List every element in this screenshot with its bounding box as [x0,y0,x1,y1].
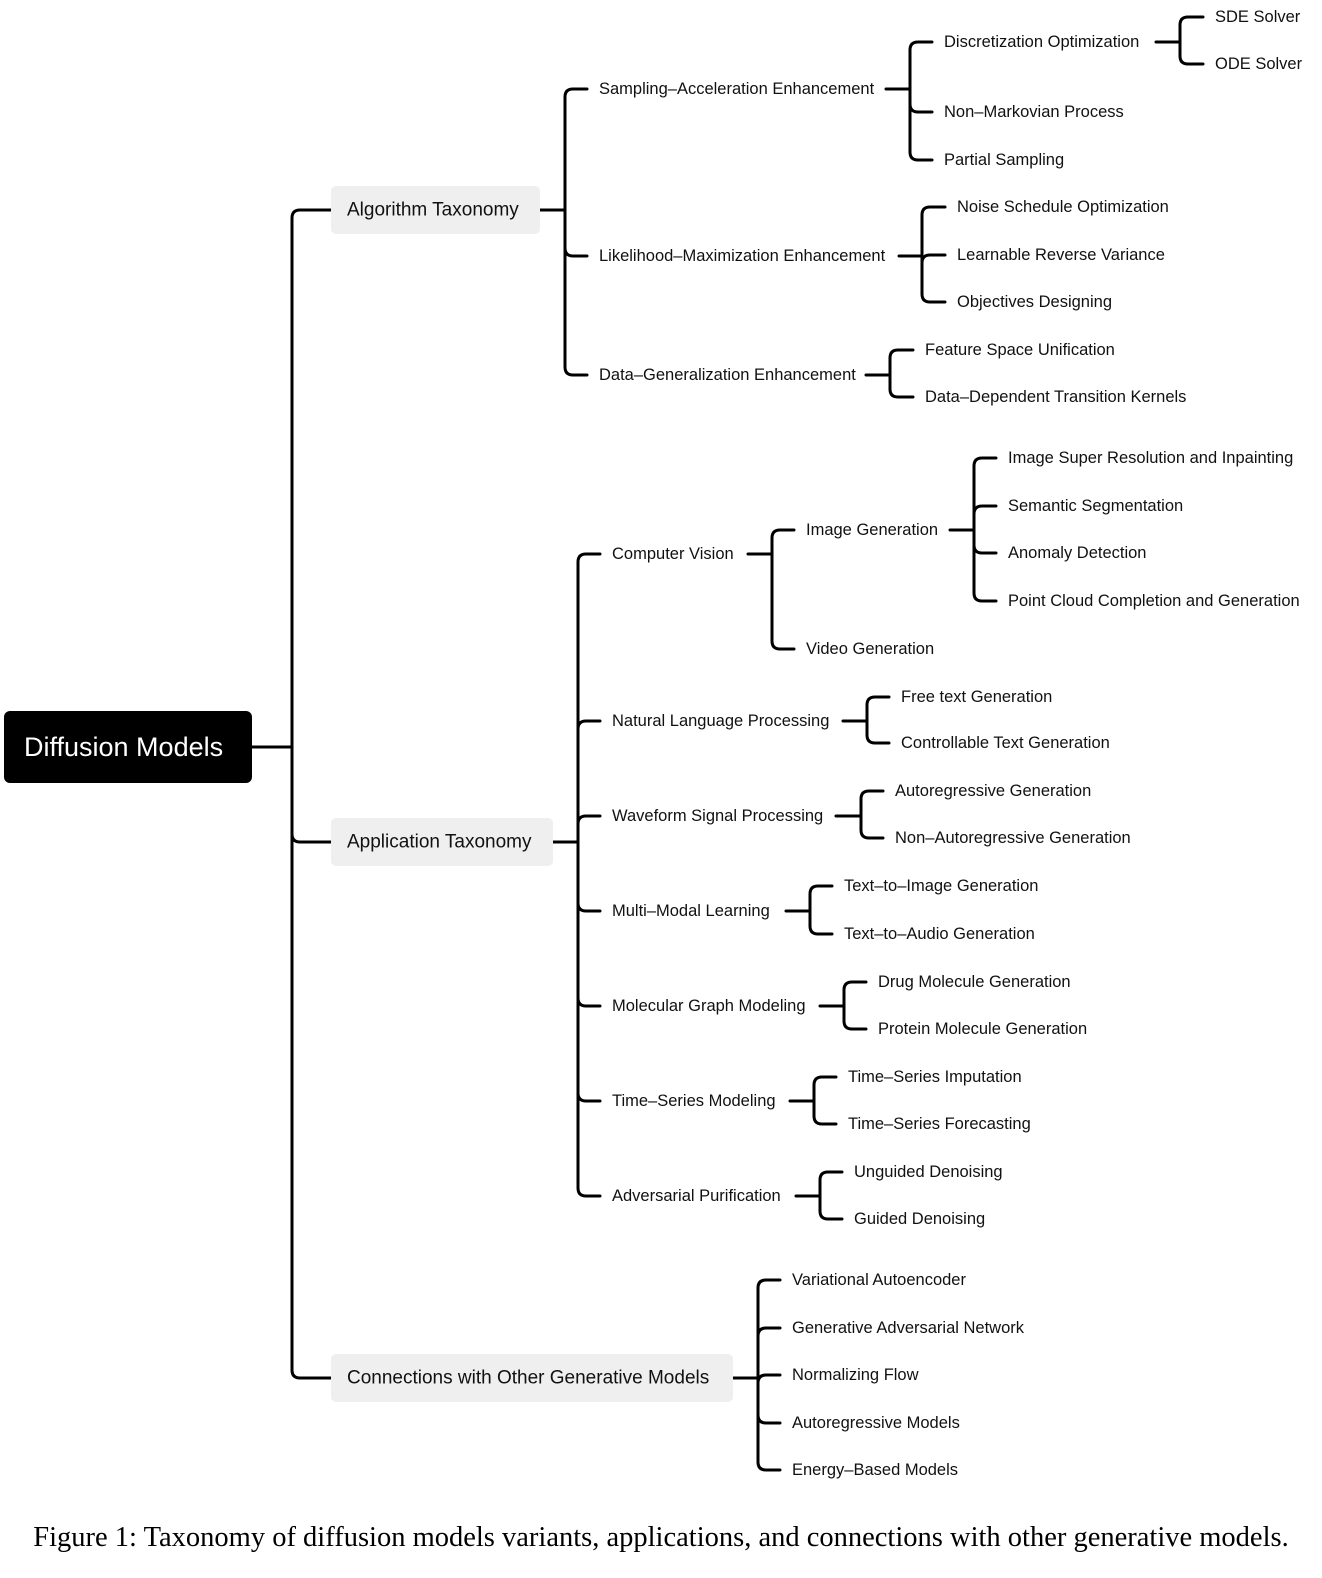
branch-box-application-taxonomy [331,818,553,866]
node-label-video-generation: Video Generation [806,640,934,658]
node-label-energy-based-models: Energy–Based Models [792,1461,958,1479]
node-label-sampling-acceleration-enhancement: Sampling–Acceleration Enhancement [599,80,875,98]
connector-algorithm-taxonomy [538,87,589,377]
node-label-variational-autoencoder: Variational Autoencoder [792,1271,966,1289]
node-label-objectives-designing: Objectives Designing [957,293,1112,311]
node-label-data-generalization-enhancement: Data–Generalization Enhancement [599,366,856,384]
node-label-waveform-signal-processing: Waveform Signal Processing [612,807,823,825]
node-label-likelihood-maximization-enhancement: Likelihood–Maximization Enhancement [599,247,886,265]
connector-adversarial-purification [794,1170,844,1221]
node-label-multi-modal-learning: Multi–Modal Learning [612,902,770,920]
node-label-autoregressive-generation: Autoregressive Generation [895,782,1091,800]
node-label-text-to-audio-generation: Text–to–Audio Generation [844,925,1035,943]
connector-sampling-acceleration [884,40,934,162]
node-label-generative-adversarial-network: Generative Adversarial Network [792,1319,1025,1337]
node-label-learnable-reverse-variance: Learnable Reverse Variance [957,246,1165,264]
node-label-ode-solver: ODE Solver [1215,55,1303,73]
connector-data-generalization [864,348,915,399]
connector-computer-vision [746,528,796,651]
node-label-algorithm-taxonomy: Algorithm Taxonomy [347,200,519,221]
connector-likelihood-maximization [897,205,947,304]
node-label-drug-molecule-generation: Drug Molecule Generation [878,973,1071,991]
node-label-time-series-forecasting: Time–Series Forecasting [848,1115,1031,1133]
branch-box-algorithm-taxonomy [331,186,540,234]
node-label-time-series-modeling: Time–Series Modeling [612,1092,776,1110]
node-label-unguided-denoising: Unguided Denoising [854,1163,1003,1181]
node-label-partial-sampling: Partial Sampling [944,151,1064,169]
node-label-feature-space-unification: Feature Space Unification [925,341,1115,359]
node-boxes [4,186,733,1402]
node-label-data-dependent-transition-kernels: Data–Dependent Transition Kernels [925,388,1186,406]
connector-connections [731,1278,782,1472]
connector-discretization-optimization [1154,15,1205,66]
node-label-non-autoregressive-generation: Non–Autoregressive Generation [895,829,1131,847]
node-labels: Diffusion Models Algorithm TaxonomyApplic… [24,8,1303,1479]
branch-box-connections-with-other-generative-models [331,1354,733,1402]
node-label-sde-solver: SDE Solver [1215,8,1301,26]
connector-root [250,208,333,1380]
node-label-semantic-segmentation: Semantic Segmentation [1008,497,1183,515]
node-label-computer-vision: Computer Vision [612,545,734,563]
node-label-natural-language-processing: Natural Language Processing [612,712,829,730]
root-node-box [4,711,252,783]
node-label-protein-molecule-generation: Protein Molecule Generation [878,1020,1087,1038]
node-label-guided-denoising: Guided Denoising [854,1210,985,1228]
connector-application-taxonomy [551,552,602,1198]
node-label-image-super-resolution-and-inpainting: Image Super Resolution and Inpainting [1008,449,1293,467]
node-label-controllable-text-generation: Controllable Text Generation [901,734,1110,752]
node-label-text-to-image-generation: Text–to–Image Generation [844,877,1038,895]
node-label-noise-schedule-optimization: Noise Schedule Optimization [957,198,1169,216]
node-label-image-generation: Image Generation [806,521,938,539]
node-label-adversarial-purification: Adversarial Purification [612,1187,781,1205]
node-label-diffusion-models: Diffusion Models [24,732,223,762]
tree-edges [250,15,1205,1472]
connector-image-generation [948,456,998,603]
connector-molecular-graph-modeling [818,980,868,1031]
node-label-time-series-imputation: Time–Series Imputation [848,1068,1022,1086]
node-label-free-text-generation: Free text Generation [901,688,1052,706]
node-label-application-taxonomy: Application Taxonomy [347,832,532,853]
node-label-molecular-graph-modeling: Molecular Graph Modeling [612,997,806,1015]
node-label-connections-with-other-generative-models: Connections with Other Generative Models [347,1368,709,1389]
figure-caption: Figure 1: Taxonomy of diffusion models v… [33,1522,1289,1553]
taxonomy-tree: Diffusion Models Algorithm TaxonomyApplic… [4,8,1303,1479]
node-label-point-cloud-completion-and-generation: Point Cloud Completion and Generation [1008,592,1300,610]
connector-waveform-signal-processing [834,789,885,840]
connector-time-series-modeling [788,1075,838,1126]
connector-natural-language-processing [841,695,891,745]
node-label-autoregressive-models: Autoregressive Models [792,1414,960,1432]
node-label-non-markovian-process: Non–Markovian Process [944,103,1124,121]
connector-multi-modal-learning [784,884,834,936]
node-label-discretization-optimization: Discretization Optimization [944,33,1139,51]
node-label-anomaly-detection: Anomaly Detection [1008,544,1147,562]
node-label-normalizing-flow: Normalizing Flow [792,1366,919,1384]
